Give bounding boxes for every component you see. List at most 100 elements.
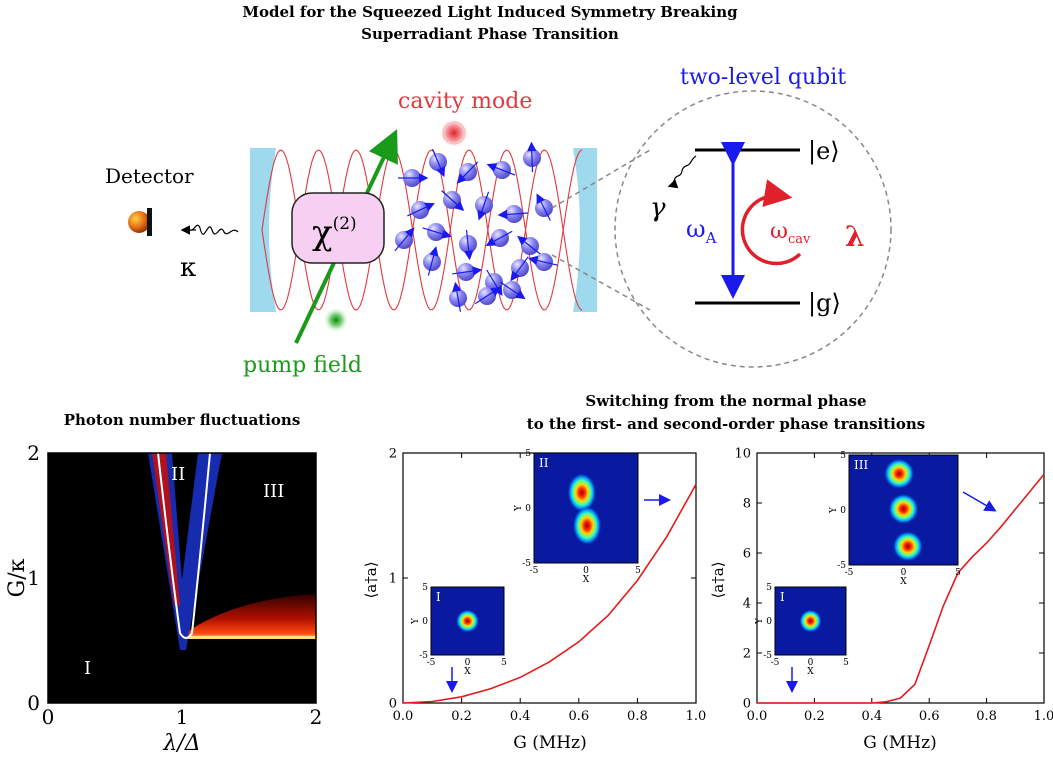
atom xyxy=(528,253,558,271)
panel-b-xtick-label: 0.2 xyxy=(451,709,472,724)
chi2-label: χ(2) xyxy=(312,213,357,253)
atom xyxy=(523,141,541,173)
region-iii-label: III xyxy=(263,481,284,502)
panel-c-inset-iii-ytick-label: -5 xyxy=(837,561,846,571)
atom xyxy=(429,148,447,178)
region-i-label: I xyxy=(84,658,91,679)
panel-c-xtick-label: 1.0 xyxy=(1034,709,1053,724)
panel-c-inset-iii-phase-label: III xyxy=(854,458,868,472)
middle-title-line2: to the first- and second-order phase tra… xyxy=(527,415,925,433)
atom-cloud xyxy=(394,141,558,312)
panel-b-inset-ii-density-blob xyxy=(572,505,602,546)
panel-c-ytick-label: 4 xyxy=(743,597,751,612)
excited-state-label: |e⟩ xyxy=(808,137,840,166)
spin-arrow xyxy=(441,190,465,211)
spin-arrow xyxy=(510,256,529,282)
panel-c-inset-iii-ytick-label: 5 xyxy=(840,451,846,461)
atom xyxy=(517,235,542,256)
panel-c-ytick-label: 2 xyxy=(743,647,751,662)
cavity-photon-icon xyxy=(439,118,469,148)
phase-boundary-curve xyxy=(157,453,211,639)
spin-arrow xyxy=(422,227,452,239)
spin-arrow xyxy=(394,227,415,252)
decay-photon-icon xyxy=(667,155,697,189)
atom xyxy=(394,227,415,252)
panel-b-inset-i-ytick-label: -5 xyxy=(419,651,428,661)
panel-c-ytick-label: 10 xyxy=(734,447,751,462)
cavity-wave-a xyxy=(261,149,583,311)
panel-a-xtick-label: 2 xyxy=(310,705,323,729)
panel-b-inset-ii-ylabel: Y xyxy=(514,504,524,512)
panel-c-xtick-label: 0.8 xyxy=(976,709,997,724)
omega-cav-circle-arrow xyxy=(740,179,802,266)
panel-a-ytick-label: 2 xyxy=(27,441,40,465)
atom xyxy=(398,169,429,187)
spin-arrow xyxy=(407,202,435,217)
panel-c-inset-i-ylabel: Y xyxy=(755,617,765,625)
region-iii-fan xyxy=(183,594,316,639)
panel-c-frame xyxy=(756,452,1045,704)
kappa-label: κ xyxy=(180,253,196,283)
middle-title-line1: Switching from the normal phase xyxy=(585,392,866,410)
panel-b-inset-ii-xlabel: X xyxy=(583,575,590,585)
chi2-crystal xyxy=(291,192,385,264)
figure-title-line1: Model for the Squeezed Light Induced Sym… xyxy=(242,3,738,21)
atom xyxy=(510,256,529,282)
panel-c-inset-iii-xtick-label: 0 xyxy=(901,568,907,578)
spin-arrow xyxy=(485,230,513,246)
panel-c-ylabel: ⟨a†a⟩ xyxy=(709,561,727,598)
spin-arrow xyxy=(536,193,551,221)
panel-c-inset-i-xtick-label: 0 xyxy=(808,658,814,668)
panel-c-inset-i-ytick-label: 0 xyxy=(766,617,772,627)
panel-b-ytick-label: 2 xyxy=(389,447,397,462)
panel-c-xtick-label: 0.2 xyxy=(804,709,825,724)
panel-a-ytick-label: 0 xyxy=(27,691,40,715)
panel-c-inset-i-ytick-label: 5 xyxy=(766,583,772,593)
panel-b-inset-ii-xtick-label: 5 xyxy=(635,566,641,576)
atom xyxy=(456,161,479,184)
panel-c-ytick-label: 8 xyxy=(743,497,751,512)
panel-c-inset-iii-xtick-label: -5 xyxy=(845,568,854,578)
region-ii-label: II xyxy=(171,464,185,485)
spin-arrow xyxy=(497,209,529,220)
atom xyxy=(500,281,526,300)
qubit-zoom-circle xyxy=(614,90,892,368)
spin-arrow xyxy=(526,141,537,173)
panel-a-frame xyxy=(47,452,317,704)
panel-b-xlabel: G (MHz) xyxy=(513,733,586,753)
panel-a-ylabel: G/κ xyxy=(5,558,30,597)
zoom-line-top xyxy=(551,149,651,209)
panel-b-curve xyxy=(402,483,697,704)
zoom-line-bottom xyxy=(551,254,651,311)
panel-b-inset-i-xtick-label: 5 xyxy=(501,658,507,668)
panel-b-inset-ii-phase-label: II xyxy=(539,456,549,470)
atom xyxy=(497,205,529,223)
spin-arrow xyxy=(486,163,516,176)
panel-b-inset-i-xtick-label: 0 xyxy=(465,658,471,668)
panel-b-inset-ii-ytick-label: 5 xyxy=(525,449,531,459)
atom xyxy=(422,223,452,241)
panel-b-inset-i-phase-label: I xyxy=(436,590,441,604)
panel-b-xtick-label: 0.8 xyxy=(627,709,648,724)
atom xyxy=(474,287,501,305)
qubit-title: two-level qubit xyxy=(680,65,846,90)
panel-b-inset-i-xtick-label: -5 xyxy=(427,658,436,668)
detector-label: Detector xyxy=(105,164,194,188)
panel-a-xtick-label: 1 xyxy=(176,705,189,729)
spin-arrow xyxy=(517,235,542,256)
omega-a-label: ωA xyxy=(686,215,717,247)
emitted-photon-icon xyxy=(189,224,239,235)
left-mirror xyxy=(250,148,276,312)
panel-a-ytick-label: 1 xyxy=(27,566,40,590)
cavity-mode-label: cavity mode xyxy=(398,89,532,114)
panel-b-inset-ii-ytick-label: -5 xyxy=(522,559,531,569)
panel-b-xtick-label: 1.0 xyxy=(686,709,707,724)
panel-a-title: Photon number fluctuations xyxy=(64,411,301,429)
panel-b-inset-ii-xtick-label: -5 xyxy=(530,566,539,576)
panel-b-inset-i-ytick-label: 5 xyxy=(422,583,428,593)
detector-plate xyxy=(147,208,152,236)
panel-b-ylabel: ⟨a†a⟩ xyxy=(362,561,380,598)
